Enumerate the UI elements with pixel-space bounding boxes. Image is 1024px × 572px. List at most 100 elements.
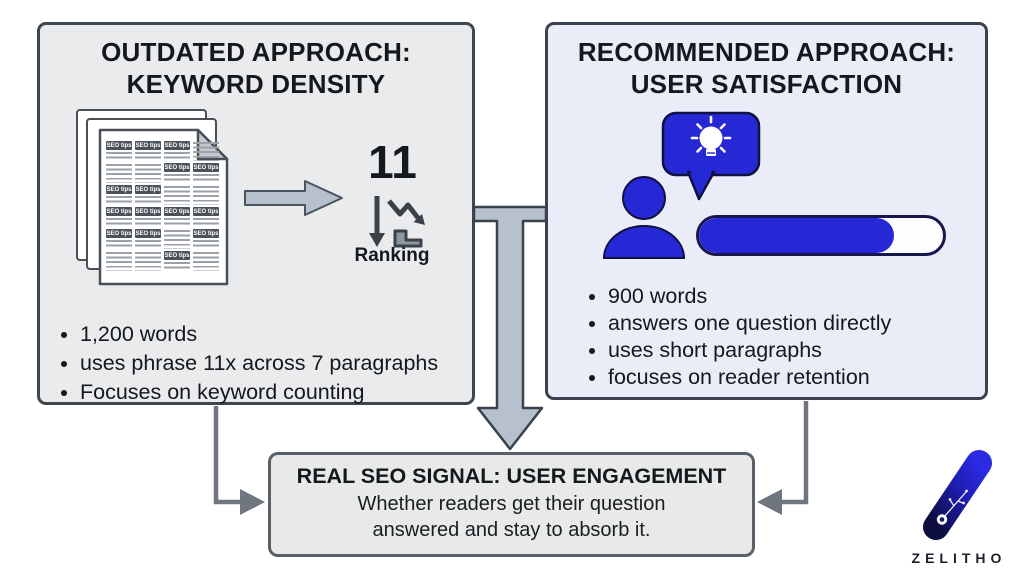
text-lines [106,240,132,249]
doc-grid-cell [193,141,219,161]
text-lines [193,174,219,183]
doc-grid-cell: SEO tips [164,207,190,227]
bullet-item: 1,200 words [80,320,438,349]
block-arrow-icon [244,180,343,216]
panel-title-line1: RECOMMENDED APPROACH: [577,37,956,67]
doc-grid-cell: SEO tips [164,141,190,161]
brand-logo: ZELITHO [903,446,1011,566]
bullet-item: uses short paragraphs [608,337,891,364]
seo-tag: SEO tips [135,229,161,238]
bullet-item: uses phrase 11x across 7 paragraphs [80,349,438,378]
doc-grid-cell: SEO tips [135,141,161,161]
seo-tag: SEO tips [106,207,132,216]
panel-title-line2: USER SATISFACTION [630,69,903,99]
outdated-bullet-list: 1,200 words uses phrase 11x across 7 par… [50,320,438,407]
conclusion-subtitle-line2: answered and stay to absorb it. [372,519,651,541]
seo-tag: SEO tips [193,207,219,216]
text-lines [193,252,219,271]
seo-tag: SEO tips [193,229,219,238]
doc-grid-cell: SEO tips [164,163,190,183]
text-lines [193,186,219,205]
seo-tag: SEO tips [164,207,190,216]
doc-grid-cell [135,251,161,271]
doc-grid-cell: SEO tips [164,251,190,271]
bullet-item: 900 words [608,283,891,310]
doc-grid-cell: SEO tips [106,185,132,205]
text-lines [193,240,219,249]
doc-grid-cell [193,251,219,271]
text-lines [106,218,132,227]
brand-name: ZELITHO [911,550,1007,566]
text-lines [106,252,132,271]
text-lines [106,164,132,183]
conclusion-box: REAL SEO SIGNAL: USER ENGAGEMENT Whether… [268,452,755,557]
outdated-approach-panel: OUTDATED APPROACH: KEYWORD DENSITY SEO t… [37,22,475,405]
seo-tag: SEO tips [135,141,161,150]
doc-grid-cell: SEO tips [135,185,161,205]
panel-title-line2: KEYWORD DENSITY [126,69,386,99]
doc-grid-cell [106,251,132,271]
satisfaction-progress-bar [696,215,946,256]
right-connector-arrowhead-icon [757,489,782,515]
text-lines [164,262,190,271]
doc-grid-cell [135,163,161,183]
panel-title: OUTDATED APPROACH: KEYWORD DENSITY [40,25,472,100]
seo-keyword-grid: SEO tips SEO tips SEO tips SEO tips SEO … [106,141,219,271]
text-lines [135,152,161,161]
text-lines [164,152,190,161]
speech-bubble-lightbulb-icon [661,111,761,201]
conclusion-title: REAL SEO SIGNAL: USER ENGAGEMENT [296,464,727,488]
seo-tag: SEO tips [106,141,132,150]
text-lines [135,240,161,249]
doc-grid-cell: SEO tips [135,229,161,249]
text-lines [193,218,219,227]
seo-tag: SEO tips [193,163,219,172]
text-lines [164,230,190,249]
doc-grid-cell [164,185,190,205]
seo-tag: SEO tips [164,163,190,172]
text-lines [164,218,190,227]
progress-fill [699,218,895,253]
text-lines [164,174,190,183]
seo-tag: SEO tips [135,207,161,216]
ranking-label: Ranking [354,245,430,266]
text-lines [106,196,132,205]
declining-rank-icon [369,196,425,248]
text-lines [106,152,132,161]
seo-tag: SEO tips [164,251,190,260]
left-connector-arrowhead-icon [240,489,265,515]
doc-grid-cell: SEO tips [193,207,219,227]
text-lines [135,164,161,183]
left-connector-line [213,406,240,505]
center-flow-arrow-icon [472,205,548,451]
text-lines [193,142,219,161]
doc-grid-cell [193,185,219,205]
bullet-item: focuses on reader retention [608,364,891,391]
panel-title-line1: OUTDATED APPROACH: [101,37,411,67]
right-connector-line [782,401,809,505]
text-lines [135,218,161,227]
ranking-position-value: 11 [368,136,417,188]
seo-tag: SEO tips [135,185,161,194]
text-lines [164,186,190,205]
doc-grid-cell: SEO tips [106,141,132,161]
doc-grid-cell [106,163,132,183]
recommended-bullet-list: 900 words answers one question directly … [578,283,891,391]
conclusion-subtitle-line1: Whether readers get their question [357,493,666,515]
document-stack-icon: SEO tips SEO tips SEO tips SEO tips SEO … [40,25,240,286]
text-lines [135,196,161,205]
doc-grid-cell: SEO tips [193,229,219,249]
doc-grid-cell: SEO tips [106,207,132,227]
doc-grid-cell: SEO tips [106,229,132,249]
doc-grid-cell: SEO tips [193,163,219,183]
panel-title: RECOMMENDED APPROACH: USER SATISFACTION [548,25,985,100]
zelitho-z-logo-icon [923,450,992,540]
bullet-item: answers one question directly [608,310,891,337]
text-lines [135,252,161,271]
bullet-item: Focuses on keyword counting [80,378,438,407]
seo-tag: SEO tips [164,141,190,150]
recommended-approach-panel: RECOMMENDED APPROACH: USER SATISFACTION … [545,22,988,400]
seo-tag: SEO tips [106,185,132,194]
person-icon [602,176,686,259]
doc-grid-cell [164,229,190,249]
